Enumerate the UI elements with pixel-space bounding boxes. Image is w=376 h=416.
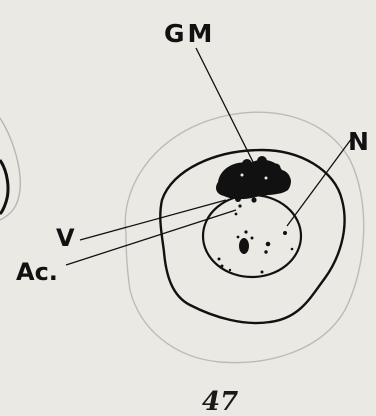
label-v: V bbox=[56, 224, 75, 252]
nucleolus bbox=[239, 238, 249, 254]
label-n: N bbox=[348, 127, 369, 156]
label-gm: GM bbox=[164, 19, 215, 48]
label-ac: Ac. bbox=[16, 258, 58, 286]
page-number: 47 bbox=[202, 387, 238, 416]
